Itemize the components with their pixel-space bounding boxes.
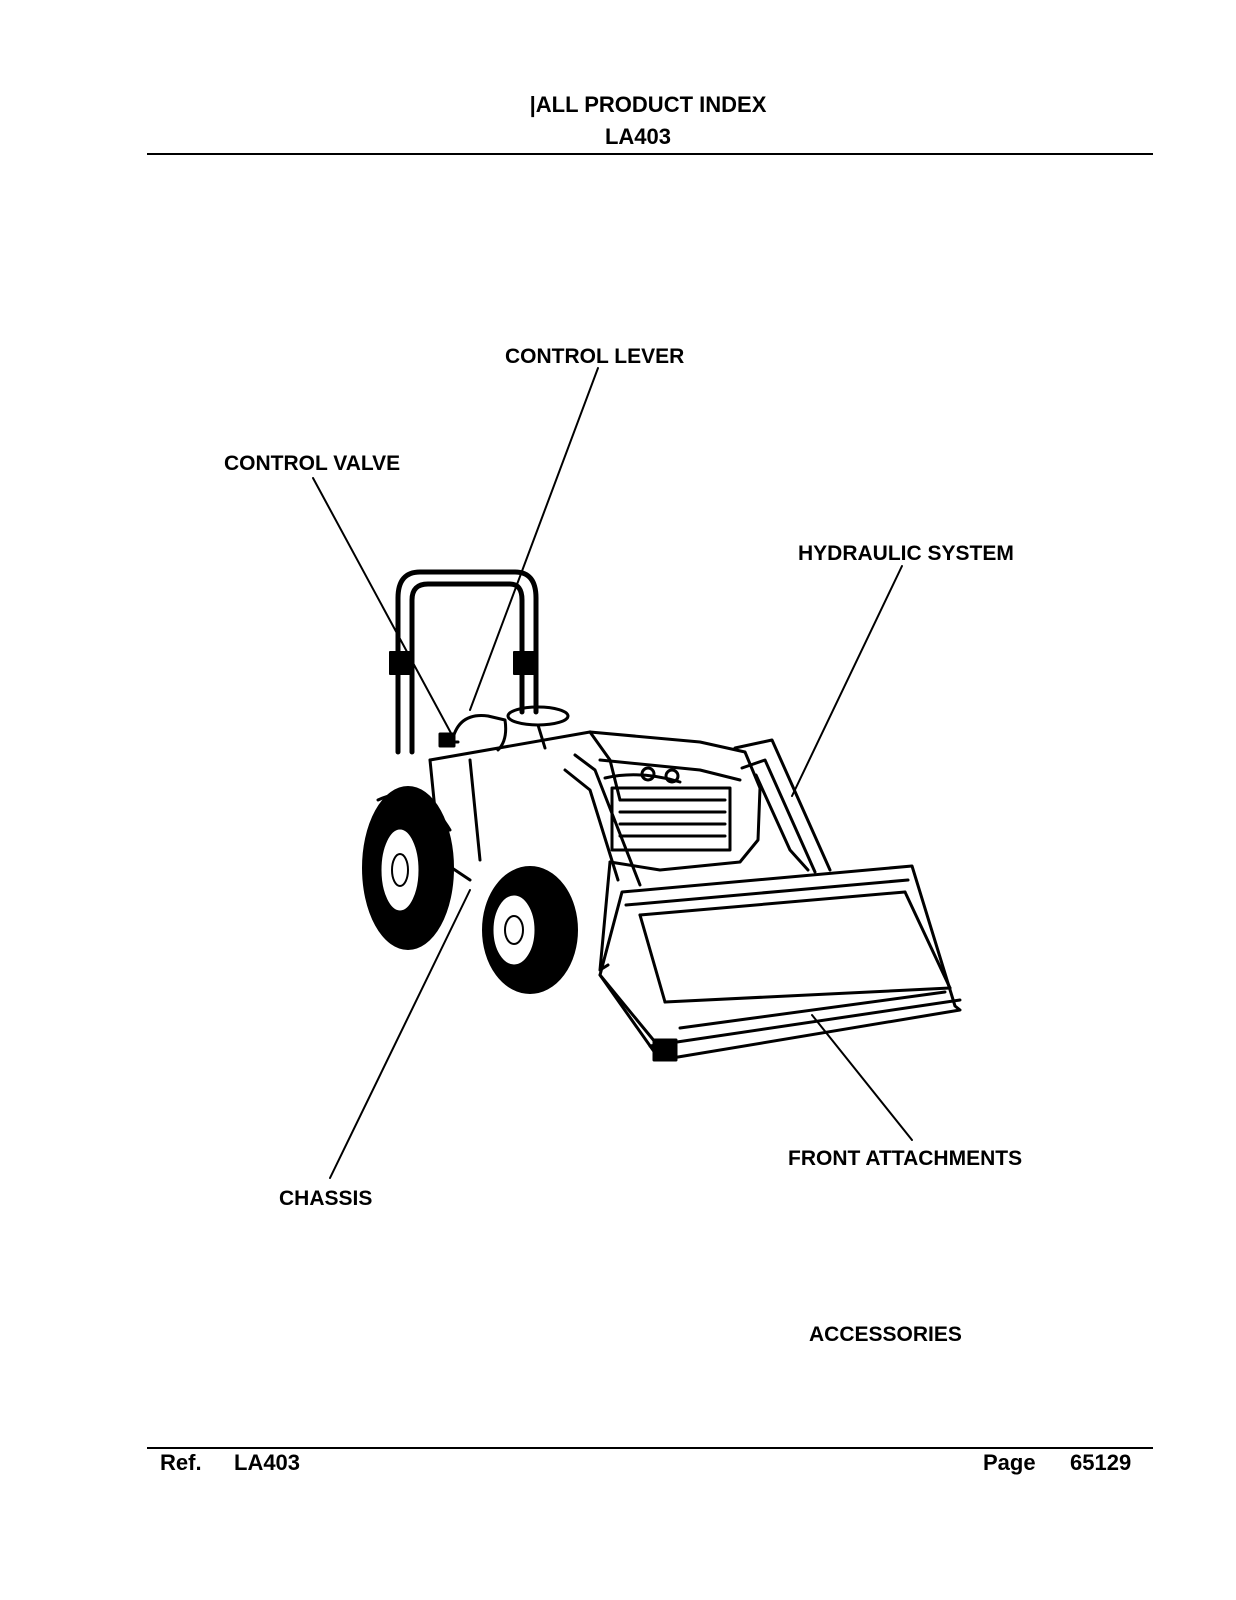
footer-page-label: Page — [983, 1450, 1036, 1475]
label-control-lever: CONTROL LEVER — [505, 345, 685, 368]
leader-lines — [312, 367, 913, 1179]
label-accessories: ACCESSORIES — [809, 1323, 962, 1346]
seat-and-steering — [438, 705, 570, 752]
rear-wheel — [362, 786, 454, 950]
header-rule — [147, 153, 1153, 155]
page-title: |ALL PRODUCT INDEX — [529, 92, 767, 117]
leader-chassis — [329, 889, 471, 1179]
leader-front-attachments — [811, 1014, 913, 1141]
rops-frame — [389, 569, 539, 755]
label-chassis: CHASSIS — [279, 1187, 373, 1210]
footer-ref-label: Ref. — [160, 1450, 202, 1475]
footer-rule — [147, 1447, 1153, 1449]
loader-bucket — [598, 864, 962, 1062]
leader-control-lever — [469, 367, 599, 711]
label-control-valve: CONTROL VALVE — [224, 452, 401, 475]
footer-page-number: 65129 — [1070, 1450, 1132, 1475]
loader-arms — [563, 738, 832, 972]
label-hydraulic-system: HYDRAULIC SYSTEM — [798, 542, 1014, 565]
label-front-attachments: FRONT ATTACHMENTS — [788, 1147, 1023, 1170]
leader-hydraulic-system — [791, 565, 903, 797]
leader-control-valve — [312, 477, 453, 736]
model-code: LA403 — [604, 124, 672, 149]
footer-ref-value: LA403 — [234, 1450, 301, 1475]
front-wheel — [482, 866, 578, 994]
